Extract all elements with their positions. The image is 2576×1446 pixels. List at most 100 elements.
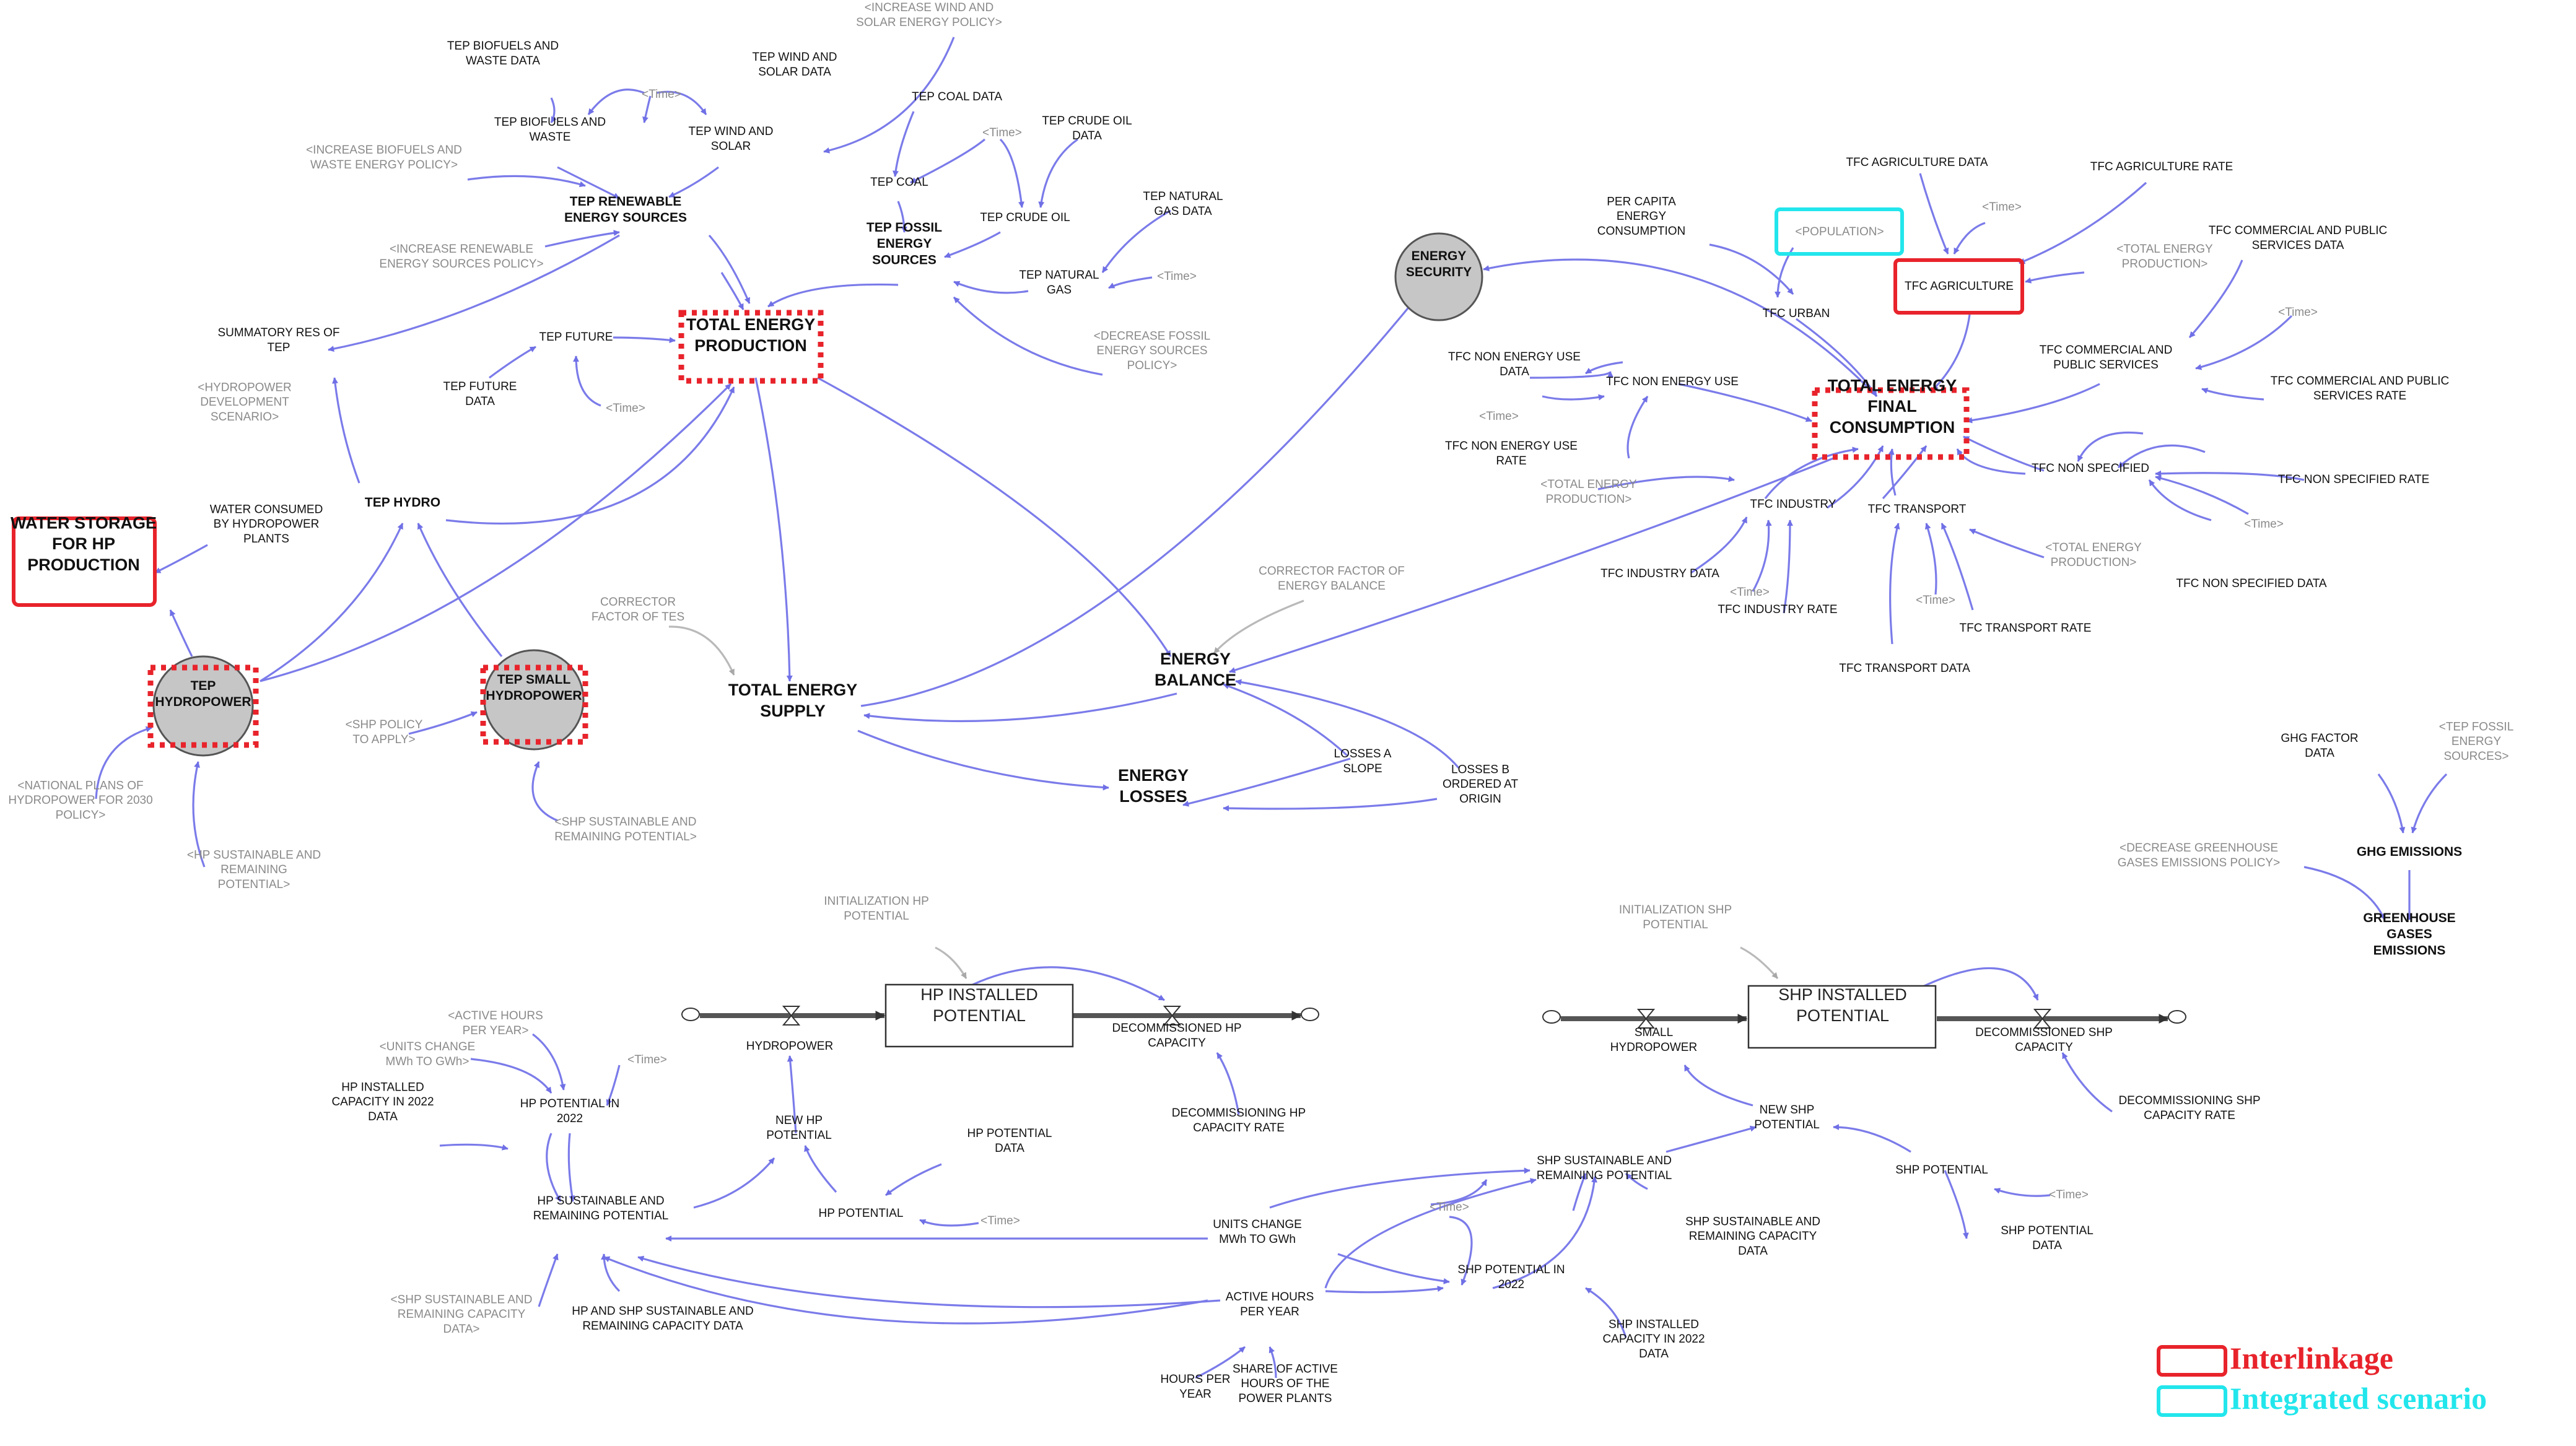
tep-crude-oil[interactable]: TEP CRUDE OIL: [980, 211, 1070, 224]
hp-installed-stock-box[interactable]: [884, 983, 1074, 1048]
tfc-agriculture[interactable]: TFC AGRICULTURE: [1905, 280, 2014, 293]
tfc-urban[interactable]: TFC URBAN: [1763, 307, 1830, 320]
time-shadow[interactable]: <Time>: [980, 1214, 1020, 1227]
time-shadow[interactable]: <Time>: [2244, 518, 2284, 531]
energy-security-node[interactable]: [1394, 232, 1483, 321]
time-shadow[interactable]: <Time>: [982, 126, 1022, 139]
hp-potential[interactable]: HP POTENTIAL: [819, 1207, 904, 1220]
time-shadow[interactable]: <Time>: [1430, 1201, 1469, 1214]
tfc-non-specified[interactable]: TFC NON SPECIFIED: [2032, 462, 2149, 475]
tep-hydro[interactable]: TEP HYDRO: [365, 495, 440, 510]
time-shadow[interactable]: <Time>: [1916, 594, 1955, 607]
tfc-non-energy[interactable]: TFC NON ENERGY USE: [1606, 375, 1739, 388]
time-shadow[interactable]: <Time>: [1982, 201, 2022, 214]
tfc-industry-data[interactable]: TFC INDUSTRY DATA: [1600, 567, 1719, 580]
tep-coal-data[interactable]: TEP COAL DATA: [912, 90, 1002, 103]
time-shadow[interactable]: <Time>: [1730, 586, 1770, 599]
time-shadow[interactable]: <Time>: [627, 1053, 667, 1066]
tfc-transport-rate[interactable]: TFC TRANSPORT RATE: [1960, 622, 2092, 635]
tfc-transport[interactable]: TFC TRANSPORT: [1868, 503, 1967, 516]
shp-installed-stock-box[interactable]: [1747, 985, 1937, 1049]
shp-potential[interactable]: SHP POTENTIAL: [1895, 1164, 1988, 1177]
time-shadow[interactable]: <Time>: [2278, 306, 2318, 319]
ghg-emissions[interactable]: GHG EMISSIONS: [2357, 845, 2462, 859]
time-shadow[interactable]: <Time>: [606, 402, 645, 415]
tep-coal[interactable]: TEP COAL: [870, 176, 928, 189]
tfc-agriculture-data[interactable]: TFC AGRICULTURE DATA: [1846, 156, 1988, 169]
tep-future[interactable]: TEP FUTURE: [539, 331, 613, 344]
hydropower-flow[interactable]: HYDROPOWER: [746, 1040, 833, 1053]
tep-hydropower-node[interactable]: [152, 655, 254, 757]
tfc-industry-rate[interactable]: TFC INDUSTRY RATE: [1718, 603, 1837, 616]
population[interactable]: <POPULATION>: [1795, 225, 1884, 238]
